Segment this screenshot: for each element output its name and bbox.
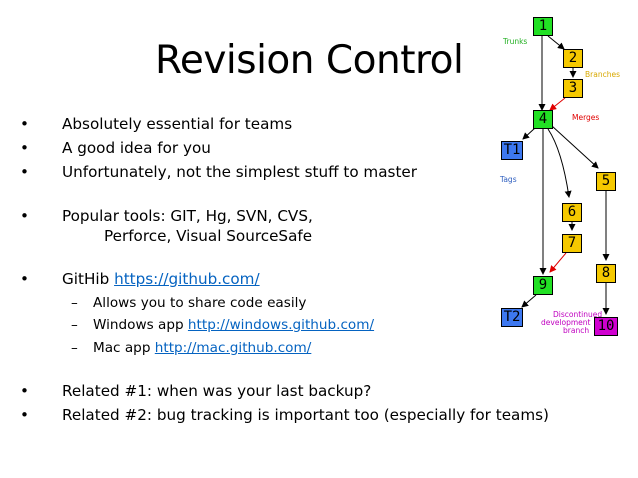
merge-edge-7-9 <box>549 252 567 273</box>
bullet-item: • Related #1: when was your last backup? <box>20 381 372 401</box>
revision-node-3: 3 <box>563 79 583 98</box>
bullet-dot: • <box>20 139 29 157</box>
bullet-text: Related #1: when was your last backup? <box>62 382 372 400</box>
revision-node-7: 7 <box>562 234 582 253</box>
bullet-item: • Unfortunately, not the simplest stuff t… <box>20 162 417 182</box>
windows-app-link[interactable]: http://windows.github.com/ <box>187 317 375 333</box>
revision-node-2: 2 <box>563 49 583 68</box>
edge-4-t1 <box>522 127 536 140</box>
bullet-text: Related #2: bug tracking is important to… <box>62 406 549 424</box>
sub-bullet-item: –Windows app http://windows.github.com/ <box>71 316 374 334</box>
tag-node-t2: T2 <box>501 308 523 327</box>
revision-node-1: 1 <box>533 17 553 36</box>
tag-node-t1: T1 <box>501 141 523 160</box>
bullet-item: • Absolutely essential for teams <box>20 114 293 134</box>
bullet-text: GitHib <box>62 270 110 288</box>
bullet-dot: • <box>20 406 29 424</box>
discontinued-label-line1: Discontinued <box>553 310 603 319</box>
bullet-item: • A good idea for you <box>20 138 211 158</box>
sub-bullet-text: Allows you to share code easily <box>93 295 307 311</box>
revision-node-6: 6 <box>562 203 582 222</box>
bullet-text: Absolutely essential for teams <box>62 115 293 133</box>
edge-1-2 <box>547 35 565 50</box>
revision-node-10: 10 <box>594 317 618 336</box>
discontinued-label-line2: development <box>541 318 591 327</box>
sub-bullet-dash: – <box>71 340 78 356</box>
sub-bullet-text: Mac app <box>93 340 151 356</box>
tags-label: Tags <box>500 175 517 184</box>
mac-app-link[interactable]: http://mac.github.com/ <box>154 340 312 356</box>
sub-bullet-item: –Allows you to share code easily <box>71 294 306 312</box>
merges-label: Merges <box>572 113 600 122</box>
bullet-text: Popular tools: GIT, Hg, SVN, CVS, <box>62 207 313 225</box>
merge-edge-3-4 <box>549 97 566 111</box>
branches-label: Branches <box>585 70 620 79</box>
trunks-label: Trunks <box>503 37 528 46</box>
bullet-dot: • <box>20 382 29 400</box>
bullet-item: • Related #2: bug tracking is important t… <box>20 405 549 425</box>
sub-bullet-dash: – <box>71 317 78 333</box>
edge-4-6 <box>547 128 572 198</box>
bullet-dot: • <box>20 163 29 181</box>
discontinued-label-line3: branch <box>563 326 590 335</box>
edge-9-t2 <box>521 294 537 308</box>
bullet-text: Unfortunately, not the simplest stuff to… <box>62 163 417 181</box>
revision-node-8: 8 <box>596 264 616 283</box>
sub-bullet-text: Windows app <box>93 317 184 333</box>
bullet-item: • GitHib https://github.com/ <box>20 269 260 289</box>
bullet-dot: • <box>20 270 29 288</box>
bullet-dot: • <box>20 207 29 225</box>
sub-bullet-item: –Mac app http://mac.github.com/ <box>71 339 311 357</box>
slide-title: Revision Control <box>155 38 464 83</box>
edge-4-5 <box>551 125 599 169</box>
sub-bullet-dash: – <box>71 295 78 311</box>
bullet-text-continued: Perforce, Visual SourceSafe <box>104 227 313 245</box>
revision-node-9: 9 <box>533 276 553 295</box>
bullet-text: A good idea for you <box>62 139 211 157</box>
revision-node-4: 4 <box>533 110 553 129</box>
bullet-dot: • <box>20 115 29 133</box>
bullet-item: • Popular tools: GIT, Hg, SVN, CVS, Perfo… <box>20 206 313 246</box>
revision-node-5: 5 <box>596 172 616 191</box>
github-link[interactable]: https://github.com/ <box>114 270 260 288</box>
